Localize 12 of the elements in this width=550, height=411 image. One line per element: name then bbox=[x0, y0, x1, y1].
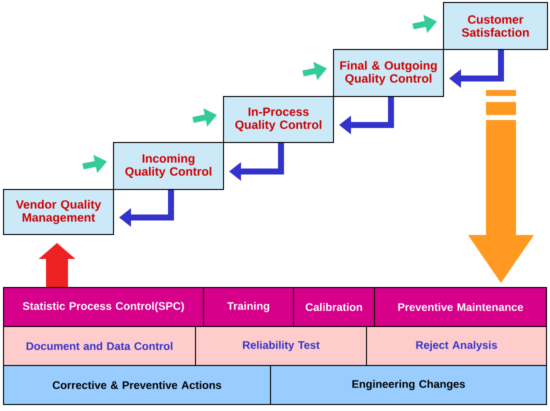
table-cell: Calibration bbox=[293, 286, 375, 327]
table-cell: Reject Analysis bbox=[366, 326, 547, 366]
step-box: Incoming Quality Control bbox=[113, 142, 224, 190]
table-cell: Corrective & Preventive Actions bbox=[3, 364, 271, 405]
table-cell: Reliability Test bbox=[195, 326, 367, 366]
table-cell: Training bbox=[203, 286, 294, 327]
table-cell: Engineering Changes bbox=[270, 364, 547, 405]
step-box: Final & Outgoing Quality Control bbox=[333, 49, 444, 97]
step-box: In-Process Quality Control bbox=[223, 96, 334, 143]
step-box: Vendor Quality Management bbox=[3, 189, 114, 235]
step-box: Customer Satisfaction bbox=[443, 2, 548, 50]
table-cell: Document and Data Control bbox=[3, 326, 196, 366]
